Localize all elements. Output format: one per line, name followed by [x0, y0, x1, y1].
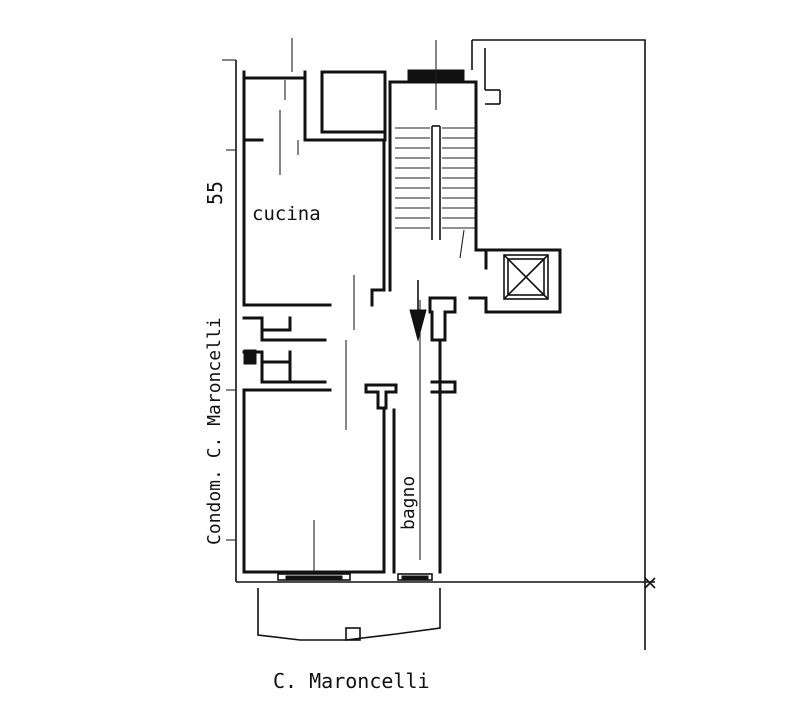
- bathroom: bagno: [392, 296, 457, 574]
- apartment-walls: [242, 70, 387, 574]
- down-arrow-icon: [409, 309, 427, 342]
- kitchen-label: cucina: [252, 203, 321, 225]
- side-street-label: Condom. C. Maroncelli: [204, 317, 225, 545]
- elevator: [468, 248, 562, 314]
- living-room: [242, 383, 398, 574]
- bottom-street-label: C. Maroncelli: [273, 669, 430, 693]
- bathroom-label: bagno: [398, 476, 419, 530]
- stair-steps: [395, 127, 476, 229]
- dimension-ticks: [222, 38, 293, 541]
- stairwell: [388, 40, 488, 342]
- corridor: [279, 80, 355, 572]
- balcony: [257, 588, 441, 641]
- lot-boundary: [235, 39, 656, 650]
- facade-windows: [277, 573, 433, 581]
- closet-block: [242, 316, 327, 384]
- building-number: 55: [203, 181, 227, 205]
